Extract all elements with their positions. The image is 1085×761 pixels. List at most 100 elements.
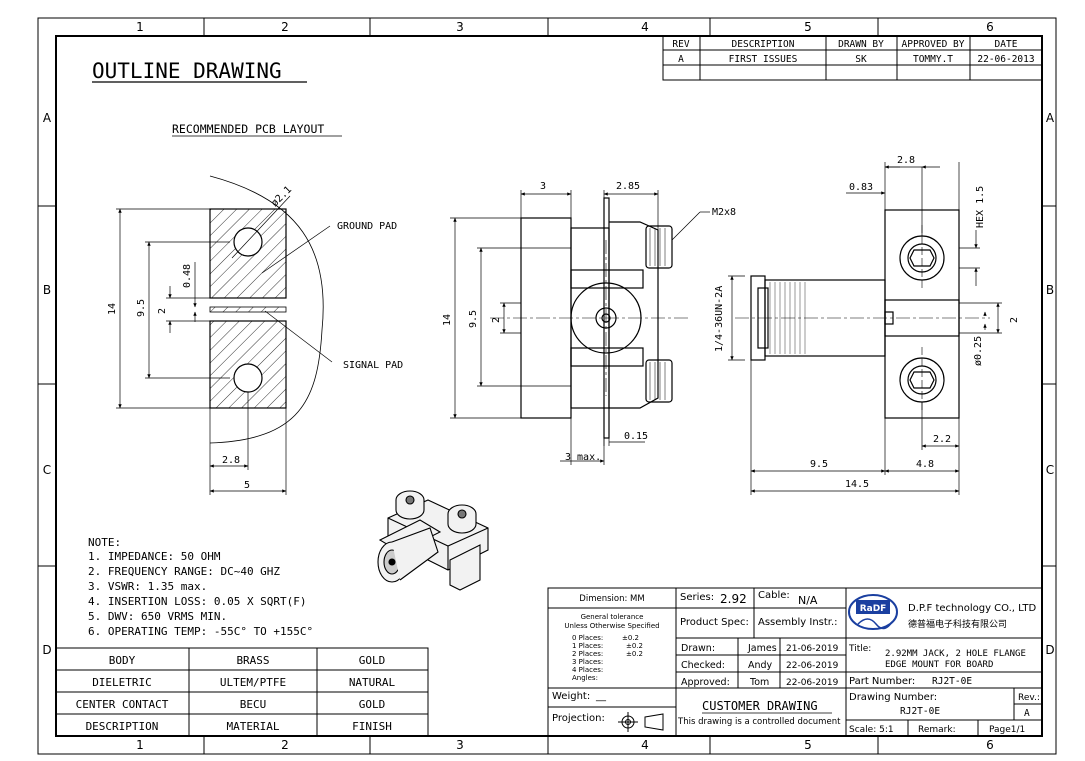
tolerance-value: ±0.2 xyxy=(622,634,639,642)
material-cell: GOLD xyxy=(359,654,386,667)
tolerance-sub: Unless Otherwise Specified xyxy=(564,622,659,630)
rev-header-description: DESCRIPTION xyxy=(732,39,795,50)
rev-header-drawn-by: DRAWN BY xyxy=(838,39,884,50)
weight-value: __ xyxy=(595,691,607,702)
tolerance-label: 0 Places: xyxy=(572,634,603,642)
series-value: 2.92 xyxy=(720,592,747,606)
checked-label: Checked: xyxy=(681,660,725,671)
front-dim-9-5: 9.5 xyxy=(810,459,828,470)
zone-row-d-right: D xyxy=(1045,643,1054,657)
screw-label: M2x8 xyxy=(712,207,736,218)
side-view: 3 2.85 M2x8 14 9.5 2 0.15 3 max. xyxy=(442,181,736,465)
side-dim-14: 14 xyxy=(442,314,453,326)
zone-row-b-left: B xyxy=(43,283,51,297)
part-title-line2: EDGE MOUNT FOR BOARD xyxy=(885,660,993,670)
rev-header-date: DATE xyxy=(995,39,1018,50)
zone-row-a-left: A xyxy=(43,111,52,125)
part-number-label: Part Number: xyxy=(849,676,915,687)
tolerance-value: ±0.2 xyxy=(626,650,643,658)
company-name-cn: 德普福电子科技有限公司 xyxy=(908,618,1007,630)
front-dim-2-8: 2.8 xyxy=(897,155,915,166)
side-dim-3-max: 3 max. xyxy=(565,452,601,463)
side-dim-2-85: 2.85 xyxy=(616,181,640,192)
front-view: 2.8 0.83 HEX 1.5 1/4-36UN-2A 2 ø0.25 2.2… xyxy=(714,155,1020,495)
zone-row-c-left: C xyxy=(43,463,51,477)
pcb-dim-9-5: 9.5 xyxy=(136,299,147,317)
front-dim-14-5: 14.5 xyxy=(845,479,869,490)
page-label: Page1/1 xyxy=(989,725,1025,735)
note-item: 4. INSERTION LOSS: 0.05 X SQRT(F) xyxy=(88,595,307,608)
front-dim-2: 2 xyxy=(1009,317,1020,323)
customer-drawing-label: CUSTOMER DRAWING xyxy=(702,699,818,713)
company-name: D.P.F technology CO., LTD xyxy=(908,603,1036,614)
material-cell: BECU xyxy=(240,698,267,711)
drawn-date: 21-06-2019 xyxy=(786,644,839,654)
title-block: Dimension: MM General tolerance Unless O… xyxy=(547,587,1043,737)
zone-col-3-top: 3 xyxy=(456,20,464,34)
drawing-number-value: RJ2T-0E xyxy=(900,706,940,717)
rev-header-approved-by: APPROVED BY xyxy=(902,39,965,50)
zone-col-1-bottom: 1 xyxy=(136,738,144,752)
assembly-label: Assembly Instr.: xyxy=(758,617,838,628)
tolerance-title: General tolerance xyxy=(581,613,644,621)
pcb-hole-dia-label: ø2.1 xyxy=(269,184,294,209)
zone-row-c-right: C xyxy=(1046,463,1054,477)
zone-row-d-left: D xyxy=(42,643,51,657)
note-item: 5. DWV: 650 VRMS MIN. xyxy=(88,610,227,623)
drawing-title: OUTLINE DRAWING xyxy=(92,59,282,83)
material-table: BODY BRASS GOLD DIELETRIC ULTEM/PTFE NAT… xyxy=(55,647,429,737)
pcb-dim-5: 5 xyxy=(244,480,250,491)
front-dim-0-25: ø0.25 xyxy=(973,336,984,366)
drawing-number-label: Drawing Number: xyxy=(849,692,937,703)
tolerance-label: Angles: xyxy=(572,674,598,682)
front-dim-4-8: 4.8 xyxy=(916,459,934,470)
part-title-line1: 2.92MM JACK, 2 HOLE FLANGE xyxy=(885,649,1026,659)
rev-cell-drawn-by: SK xyxy=(855,54,867,65)
material-header: MATERIAL xyxy=(227,720,280,733)
rev-value: A xyxy=(1024,708,1030,719)
drawn-name: James xyxy=(747,643,777,654)
cable-label: Cable: xyxy=(758,590,790,601)
pcb-dim-2: 2 xyxy=(157,308,168,314)
zone-col-6-bottom: 6 xyxy=(986,738,994,752)
side-dim-0-15: 0.15 xyxy=(624,431,648,442)
tolerance-value: ±0.2 xyxy=(626,642,643,650)
approved-label: Approved: xyxy=(681,677,730,688)
company-logo: RaDF xyxy=(848,594,898,630)
front-dim-thread: 1/4-36UN-2A xyxy=(714,286,725,352)
material-cell: DIELETRIC xyxy=(92,676,152,689)
checked-name: Andy xyxy=(748,660,773,671)
material-cell: ULTEM/PTFE xyxy=(220,676,286,689)
rev-cell-date: 22-06-2013 xyxy=(977,54,1034,65)
signal-pad-label: SIGNAL PAD xyxy=(343,360,403,371)
front-dim-2-2: 2.2 xyxy=(933,434,951,445)
approved-date: 22-06-2019 xyxy=(786,678,839,688)
zone-row-a-right: A xyxy=(1046,111,1055,125)
zone-col-3-bottom: 3 xyxy=(456,738,464,752)
material-cell: NATURAL xyxy=(349,676,396,689)
side-dim-2: 2 xyxy=(491,317,502,323)
note-item: 6. OPERATING TEMP: -55C° TO +155C° xyxy=(88,625,313,638)
pcb-layout-view: RECOMMENDED PCB LAYOUT ø2.1 GROUND PAD S… xyxy=(107,122,403,495)
drawn-label: Drawn: xyxy=(681,643,715,654)
front-dim-hex: HEX 1.5 xyxy=(975,186,986,228)
product-spec-label: Product Spec: xyxy=(680,617,749,628)
rev-header-rev: REV xyxy=(672,39,689,50)
isometric-connector-illustration xyxy=(377,490,489,591)
remark-label: Remark: xyxy=(918,725,956,735)
pcb-dim-14: 14 xyxy=(107,303,118,315)
material-header: FINISH xyxy=(352,720,392,733)
weight-label: Weight: xyxy=(552,691,590,702)
material-cell: CENTER CONTACT xyxy=(76,698,169,711)
note-item: 1. IMPEDANCE: 50 OHM xyxy=(88,550,221,563)
rev-cell-rev: A xyxy=(678,54,684,65)
scale-label: Scale: 5:1 xyxy=(849,725,894,735)
zone-col-5-top: 5 xyxy=(804,20,812,34)
zone-row-b-right: B xyxy=(1046,283,1054,297)
note-item: 3. VSWR: 1.35 max. xyxy=(88,580,207,593)
zone-col-5-bottom: 5 xyxy=(804,738,812,752)
rev-label: Rev.: xyxy=(1018,693,1040,703)
tolerance-label: 3 Places: xyxy=(572,658,603,666)
checked-date: 22-06-2019 xyxy=(786,661,839,671)
